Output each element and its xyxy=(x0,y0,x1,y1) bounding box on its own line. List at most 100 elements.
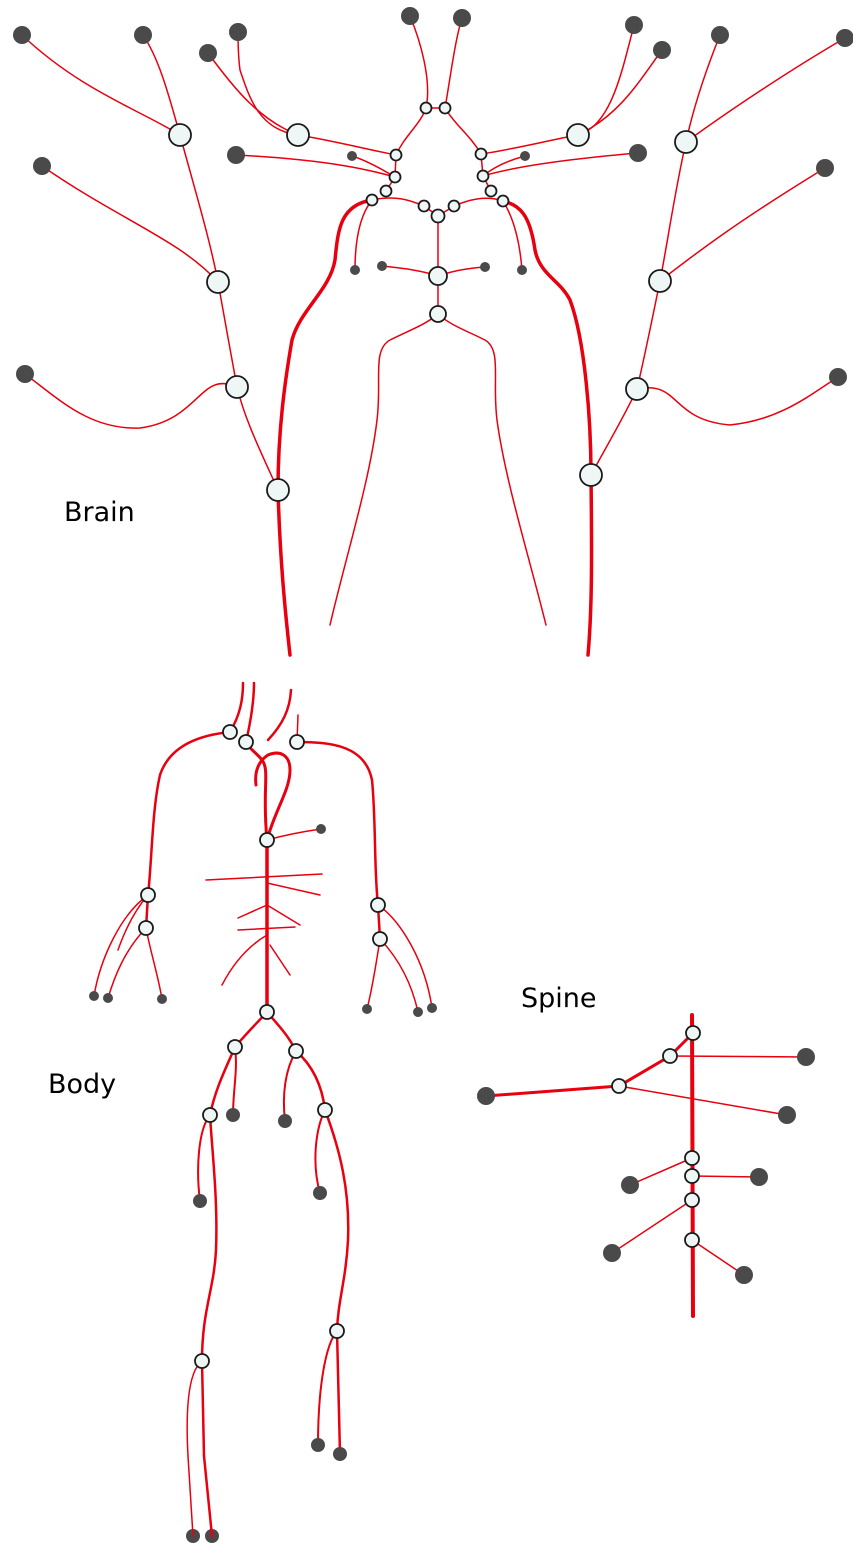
brain-node xyxy=(567,124,589,146)
brain-inner-left-6 xyxy=(355,200,372,270)
body-vessels xyxy=(94,683,432,1456)
body-terminal-small xyxy=(362,1004,372,1014)
body-terminal xyxy=(313,1186,327,1200)
body-left-shin-a xyxy=(188,1456,193,1536)
brain-terminal xyxy=(229,23,247,41)
brain-terminal-small xyxy=(347,151,357,161)
spine-branch-2 xyxy=(619,1086,787,1115)
body-rib-1 xyxy=(206,874,322,880)
body-node xyxy=(318,1103,332,1117)
body-terminal xyxy=(278,1114,292,1128)
body-right-forearm-a xyxy=(378,905,432,1008)
body-rib-6 xyxy=(270,945,290,975)
spine-label: Spine xyxy=(521,985,597,1012)
brain-terminal xyxy=(227,146,245,164)
brain-node xyxy=(169,124,191,146)
body-terminal xyxy=(311,1438,325,1452)
brain-terminal xyxy=(829,368,847,386)
brain-inner-left-5 xyxy=(352,156,395,177)
spine-branch-4 xyxy=(692,1176,759,1177)
brain-nodes xyxy=(169,103,697,502)
body-right-thigh-a xyxy=(284,1051,296,1121)
brain-right-trunk xyxy=(503,201,592,655)
brain-terminal-small xyxy=(377,261,387,271)
body-terminal-small xyxy=(157,994,167,1004)
spine-terminal xyxy=(735,1266,753,1284)
brain-node xyxy=(580,464,602,486)
body-node xyxy=(373,932,387,946)
body-left-forearm-a xyxy=(94,895,148,996)
brain-node-small xyxy=(419,201,430,212)
body-region xyxy=(89,683,437,1543)
brain-terminals xyxy=(13,7,853,386)
spine-terminal xyxy=(778,1106,796,1124)
brain-node xyxy=(430,306,446,322)
brain-terminal-small xyxy=(350,265,360,275)
body-neck-3 xyxy=(268,690,291,740)
body-terminal-small xyxy=(89,991,99,1001)
brain-node-small xyxy=(498,196,509,207)
brain-inner-left-3 xyxy=(208,53,298,135)
brain-node-small xyxy=(486,186,497,197)
brain-inner-right-4 xyxy=(483,153,638,176)
brain-terminal xyxy=(134,26,152,44)
spine-branch-6 xyxy=(692,1240,744,1275)
spine-terminal xyxy=(621,1176,639,1194)
body-right-leg-outer xyxy=(318,1331,337,1445)
body-nodes xyxy=(139,725,387,1368)
spine-terminal xyxy=(477,1087,495,1105)
brain-terminal xyxy=(711,26,729,44)
spine-branch-5 xyxy=(612,1200,692,1253)
body-terminal-small xyxy=(103,993,113,1003)
brain-outer-left-b xyxy=(42,166,218,282)
body-left-shin-b xyxy=(204,1456,212,1536)
body-rib-5 xyxy=(222,935,267,985)
spine-terminal xyxy=(750,1168,768,1186)
body-terminal xyxy=(193,1194,207,1208)
brain-inner-left-4 xyxy=(236,155,395,177)
body-terminal xyxy=(226,1108,240,1122)
brain-outer-left-c xyxy=(25,374,237,428)
brain-top-left xyxy=(410,16,428,108)
body-node xyxy=(223,725,237,739)
brain-node xyxy=(267,479,289,501)
brain-node xyxy=(675,131,697,153)
brain-terminal xyxy=(653,41,671,59)
spine-node xyxy=(685,1169,699,1183)
spine-terminal xyxy=(603,1244,621,1262)
brain-inner-right-2 xyxy=(578,25,634,135)
body-node xyxy=(141,888,155,902)
body-node xyxy=(289,1044,303,1058)
body-right-forearm-c xyxy=(367,939,380,1009)
brain-terminal xyxy=(13,26,31,44)
body-terminal xyxy=(333,1447,347,1461)
brain-node xyxy=(287,124,309,146)
brain-central-right xyxy=(438,314,546,625)
spine-terminals xyxy=(477,1048,815,1284)
body-rib-2 xyxy=(267,883,320,895)
body-aortic-arch xyxy=(246,742,290,840)
body-right-thigh-b xyxy=(315,1110,325,1193)
brain-node-small xyxy=(421,103,432,114)
body-neck-2 xyxy=(246,683,254,742)
body-label: Body xyxy=(48,1071,116,1098)
body-node xyxy=(290,735,304,749)
brain-node xyxy=(207,271,229,293)
spine-node xyxy=(685,1233,699,1247)
brain-node-small xyxy=(476,149,487,160)
body-node xyxy=(260,1005,274,1019)
brain-terminal-small xyxy=(520,151,530,161)
brain-region xyxy=(13,7,853,655)
body-left-thigh-b xyxy=(198,1115,210,1201)
spine-branch-1 xyxy=(670,1056,806,1057)
spine-terminal xyxy=(797,1048,815,1066)
brain-terminal xyxy=(33,157,51,175)
brain-inner-right-1 xyxy=(481,135,578,154)
brain-node xyxy=(226,376,248,398)
spine-vessels xyxy=(486,1015,806,1316)
brain-terminal xyxy=(199,44,217,62)
body-node xyxy=(228,1040,242,1054)
body-left-arm xyxy=(146,732,230,928)
brain-inner-right-5 xyxy=(483,156,525,176)
brain-terminal xyxy=(816,159,834,177)
